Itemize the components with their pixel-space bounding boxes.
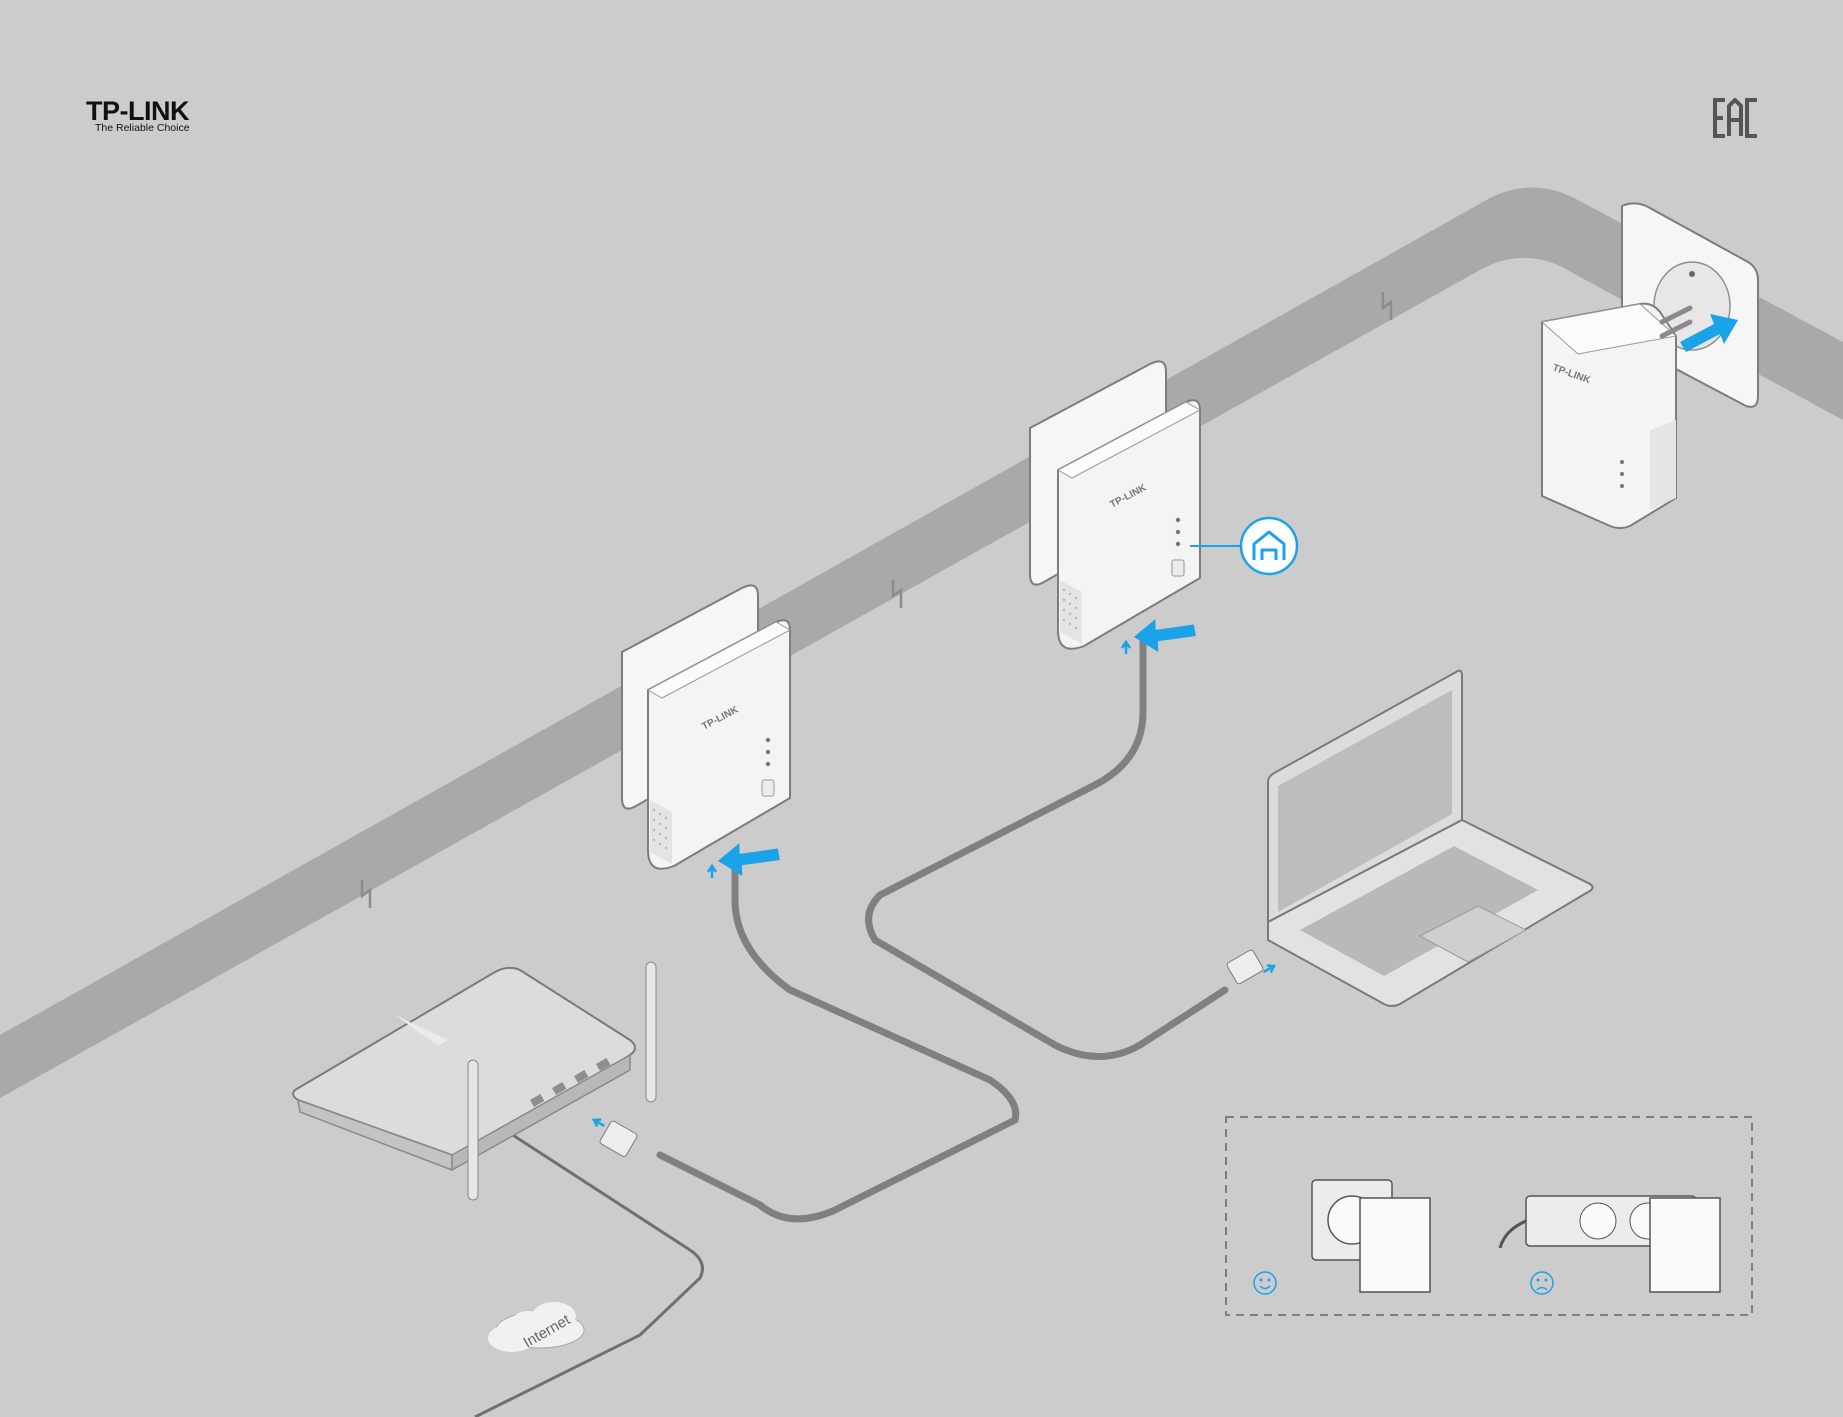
powerline-adapter-left: TP-LINK bbox=[647, 619, 791, 870]
ethernet-cable-router bbox=[656, 848, 1020, 1223]
placement-tips-box bbox=[1225, 1116, 1753, 1316]
brand-tagline: The Reliable Choice bbox=[95, 122, 190, 134]
plug-in-arrow-icon bbox=[715, 830, 784, 887]
home-network-icon bbox=[1239, 516, 1299, 576]
laptop-ethernet-plug bbox=[1226, 949, 1264, 985]
arrow-icon bbox=[1260, 961, 1278, 977]
laptop bbox=[1267, 669, 1594, 1007]
ethernet-cable-laptop bbox=[865, 632, 1229, 1060]
router bbox=[292, 961, 657, 1201]
powerline-adapter-middle: TP-LINK bbox=[1057, 399, 1201, 650]
powerline-adapter-right: TP-LINK bbox=[1540, 302, 1693, 529]
arrow-icon bbox=[1120, 640, 1132, 656]
smiley-face-icon bbox=[1253, 1271, 1277, 1295]
correct-wall-socket-example bbox=[1311, 1179, 1431, 1293]
brand-logo: TP-LINK bbox=[86, 96, 189, 126]
incorrect-power-strip-example bbox=[1498, 1195, 1721, 1293]
arrow-icon bbox=[706, 864, 718, 880]
arrow-icon bbox=[590, 1115, 608, 1131]
eac-certification-mark bbox=[1713, 98, 1757, 138]
internet-cloud-icon: Internet bbox=[488, 1302, 585, 1352]
internet-cable bbox=[474, 1128, 704, 1417]
sad-face-icon bbox=[1530, 1271, 1554, 1295]
router-ethernet-plug bbox=[599, 1120, 638, 1157]
